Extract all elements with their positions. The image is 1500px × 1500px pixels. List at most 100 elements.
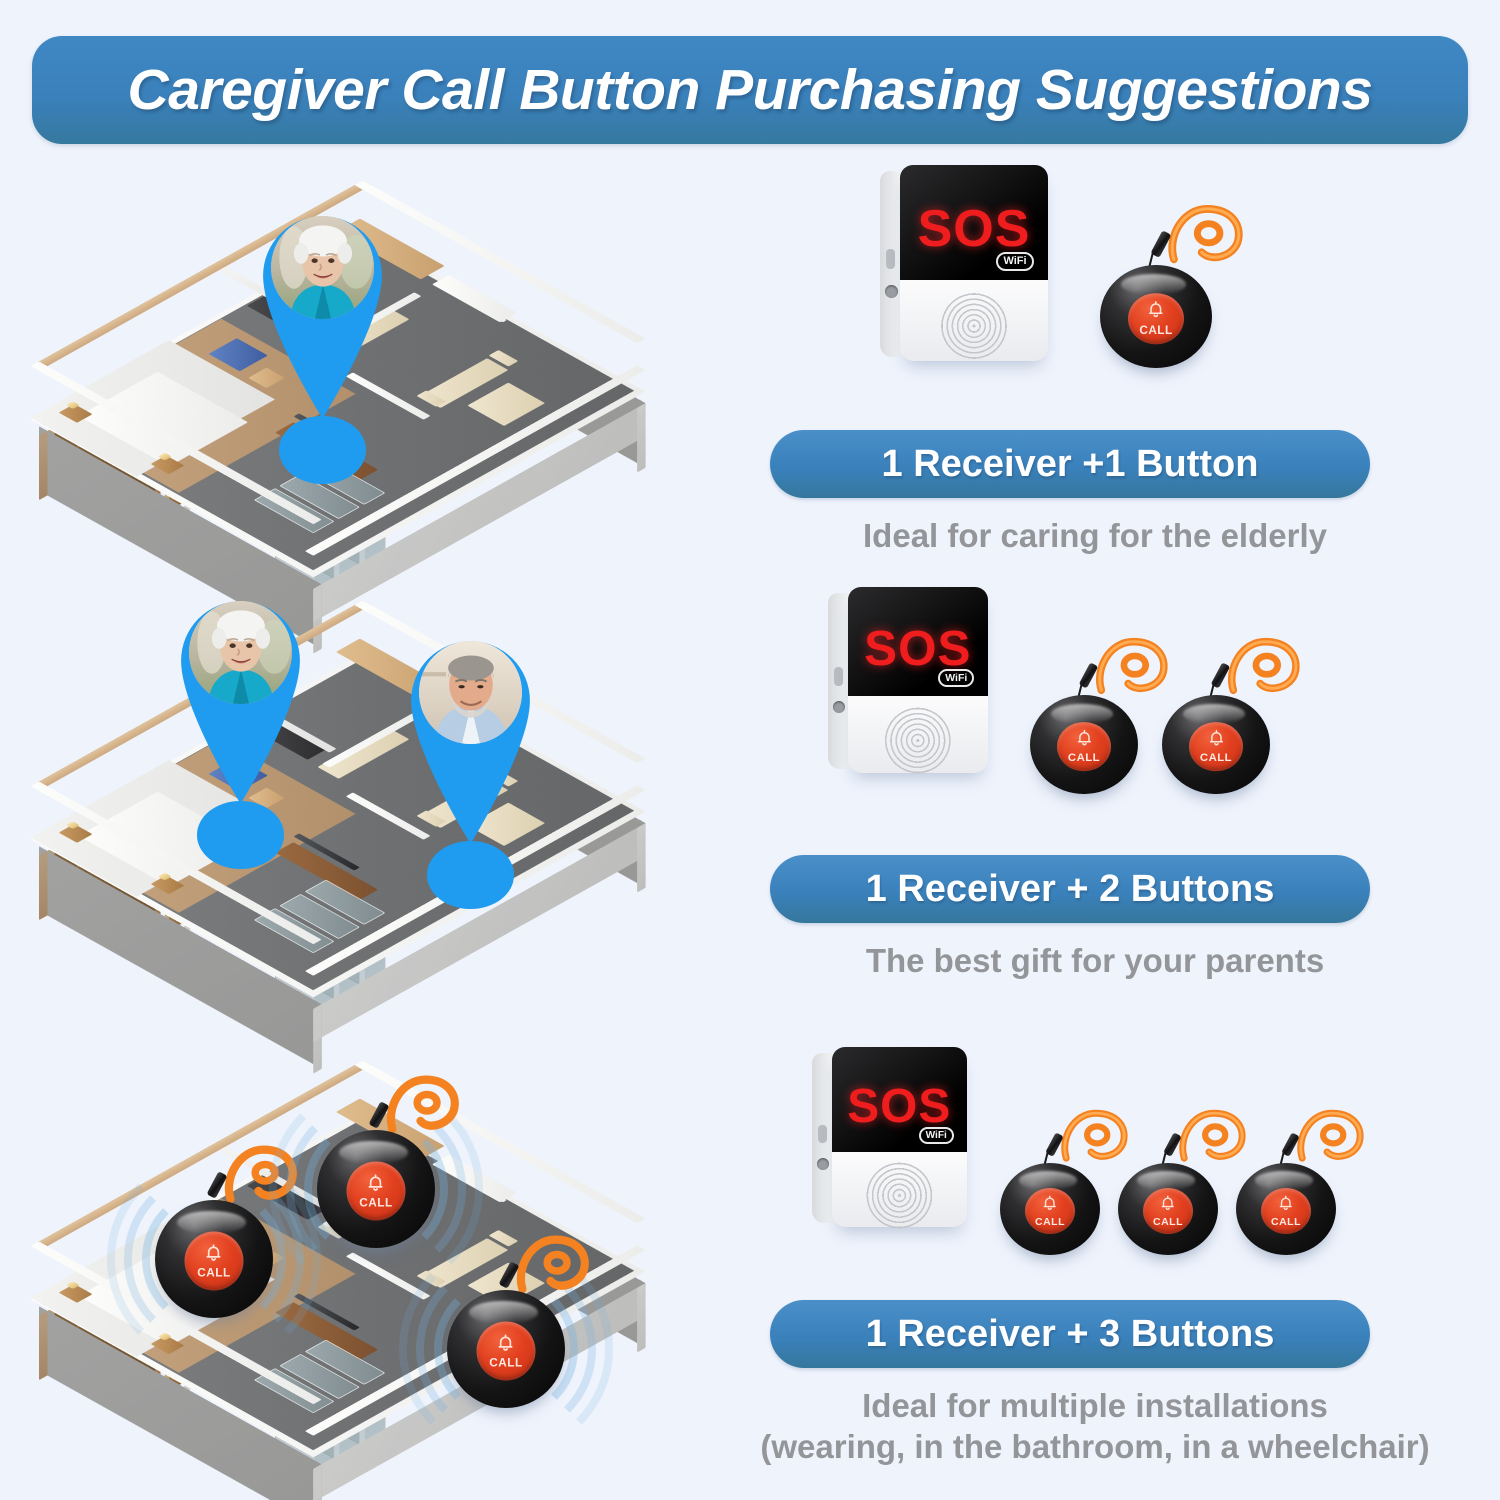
location-pin-1 <box>255 200 390 419</box>
call-button-gloss <box>1182 703 1246 724</box>
call-button-center[interactable]: CALL <box>1025 1187 1075 1234</box>
speaker-grille-icon <box>938 290 1010 363</box>
option-3-pill[interactable]: 1 Receiver + 3 Buttons <box>770 1300 1370 1368</box>
pin-ground-dot <box>197 801 284 869</box>
call-button-puck[interactable]: CALL <box>1236 1163 1336 1255</box>
bell-icon <box>1041 1194 1059 1217</box>
lanyard <box>1158 202 1245 271</box>
call-button-puck[interactable]: CALL <box>1118 1163 1218 1255</box>
call-button-gloss <box>1019 1171 1077 1190</box>
call-button-center[interactable]: CALL <box>1128 292 1184 345</box>
lanyard <box>1086 635 1170 702</box>
call-button-label: CALL <box>1067 752 1101 765</box>
location-pin-1 <box>173 585 308 804</box>
speaker-grille-icon <box>866 1162 933 1229</box>
receiver-speaker-panel <box>900 280 1048 363</box>
receiver-sos-text: SOS <box>864 620 972 676</box>
option-3-caption: Ideal for multiple installations (wearin… <box>700 1385 1490 1468</box>
floorplan-illustration-3: CALL CALL CALL <box>30 1035 695 1500</box>
room-call-button-puck[interactable]: CALL <box>317 1130 435 1248</box>
call-button-center[interactable]: CALL <box>1057 721 1111 772</box>
option-3-pill-label: 1 Receiver + 3 Buttons <box>865 1312 1275 1355</box>
bell-icon <box>1075 728 1094 752</box>
lanyard-cord-icon <box>387 1075 460 1134</box>
room-call-button-puck[interactable]: CALL <box>447 1290 565 1408</box>
option-3-caption-line-2: (wearing, in the bathroom, in a wheelcha… <box>760 1428 1430 1466</box>
call-button-puck[interactable]: CALL <box>1030 695 1138 795</box>
pin-ground-dot <box>427 841 514 909</box>
call-button-center[interactable]: CALL <box>1189 721 1243 772</box>
signal-wave-3 <box>398 1241 614 1457</box>
room-call-button-1: CALL <box>106 1145 322 1367</box>
floorplan-illustration-2 <box>30 575 695 1074</box>
call-button-device-1: CALL <box>1000 1109 1128 1255</box>
usb-port-icon <box>834 667 843 687</box>
portrait-elderly-man <box>418 640 523 745</box>
room-call-button-2: CALL <box>268 1075 484 1297</box>
call-button-label: CALL <box>1035 1216 1065 1229</box>
call-button-center[interactable]: CALL <box>1143 1187 1193 1234</box>
option-2-pill-label: 1 Receiver + 2 Buttons <box>865 867 1275 910</box>
page-title: Caregiver Call Button Purchasing Suggest… <box>127 58 1373 122</box>
usb-port-icon <box>886 249 895 269</box>
pin-portrait-photo <box>418 640 523 745</box>
location-pin-2 <box>403 625 538 844</box>
room-call-button-center[interactable]: CALL <box>346 1161 406 1221</box>
call-button-label: CALL <box>1199 752 1233 765</box>
lanyard-cord-icon <box>1179 1109 1246 1162</box>
wifi-badge-icon: WiFi <box>918 1126 954 1145</box>
room-call-button-puck[interactable]: CALL <box>155 1200 273 1318</box>
portrait-elderly-woman <box>188 600 293 705</box>
bell-icon <box>496 1333 516 1358</box>
call-button-device-1: CALL <box>1100 205 1243 369</box>
option-2-caption-line-1: The best gift for your parents <box>865 942 1325 979</box>
call-button-puck[interactable]: CALL <box>1162 695 1270 795</box>
call-button-device-1: CALL <box>1030 637 1168 795</box>
call-button-gloss <box>469 1300 538 1325</box>
pin-portrait-photo <box>270 215 375 320</box>
wifi-badge-icon: WiFi <box>938 669 975 688</box>
bell-icon <box>1159 1194 1177 1217</box>
room-lanyard <box>508 1233 593 1299</box>
bell-icon <box>1207 728 1226 752</box>
audio-jack-icon <box>885 284 898 298</box>
floorplan-illustration-1 <box>30 155 695 654</box>
lanyard-cord-icon <box>1297 1109 1364 1162</box>
room-call-button-label: CALL <box>489 1355 523 1370</box>
room-call-button-center[interactable]: CALL <box>184 1231 244 1291</box>
room-call-button-center[interactable]: CALL <box>476 1321 536 1381</box>
call-button-puck[interactable]: CALL <box>1000 1163 1100 1255</box>
receiver-speaker-panel <box>848 696 988 775</box>
option-1-pill[interactable]: 1 Receiver +1 Button <box>770 430 1370 498</box>
call-button-puck[interactable]: CALL <box>1100 265 1212 369</box>
usb-port-icon <box>818 1125 827 1144</box>
bell-icon <box>366 1173 386 1198</box>
call-button-center[interactable]: CALL <box>1261 1187 1311 1234</box>
floorplan-3d <box>30 600 646 1074</box>
wifi-badge-icon: WiFi <box>996 251 1034 271</box>
call-button-label: CALL <box>1271 1216 1301 1229</box>
call-button-gloss <box>1050 703 1114 724</box>
call-button-label: CALL <box>1139 324 1173 338</box>
audio-jack-icon <box>817 1157 829 1170</box>
lanyard-cord-icon <box>1228 637 1300 694</box>
lanyard-cord-icon <box>1061 1109 1128 1162</box>
call-button-device-2: CALL <box>1162 637 1300 795</box>
call-button-gloss <box>1137 1171 1195 1190</box>
option-2-pill[interactable]: 1 Receiver + 2 Buttons <box>770 855 1370 923</box>
audio-jack-icon <box>833 700 846 714</box>
room-call-button-label: CALL <box>359 1195 393 1210</box>
